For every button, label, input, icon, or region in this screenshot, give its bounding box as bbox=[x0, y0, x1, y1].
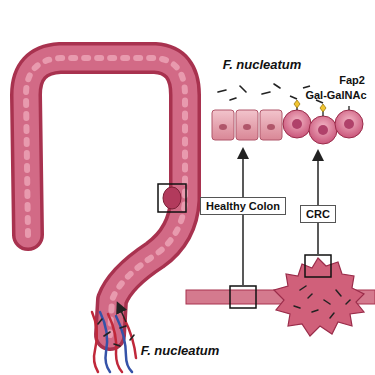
colon bbox=[26, 58, 186, 335]
label-box: CRC bbox=[300, 205, 336, 223]
tumor bbox=[274, 258, 364, 336]
organism-label: F. nucleatum bbox=[141, 343, 220, 358]
zoom-arrow bbox=[242, 150, 244, 285]
crc-zoom-box bbox=[305, 255, 331, 277]
free-bacteria bbox=[218, 84, 280, 100]
box-text: Healthy Colon bbox=[206, 200, 280, 212]
label-box: Healthy Colon bbox=[200, 197, 286, 215]
arrow bbox=[118, 304, 126, 322]
zoom-arrow bbox=[317, 152, 319, 254]
protein-label: Fap2 bbox=[339, 74, 365, 86]
box-text: CRC bbox=[306, 208, 330, 220]
blood-vessels bbox=[92, 312, 136, 372]
organism-label: F. nucleatum bbox=[223, 57, 302, 72]
healthy-zoom-box bbox=[230, 286, 256, 308]
glycan-label: Gal-GalNAc bbox=[305, 89, 366, 101]
healthy-cells bbox=[212, 110, 282, 140]
bacteria bbox=[98, 319, 134, 346]
tumor-bacteria bbox=[294, 286, 350, 318]
